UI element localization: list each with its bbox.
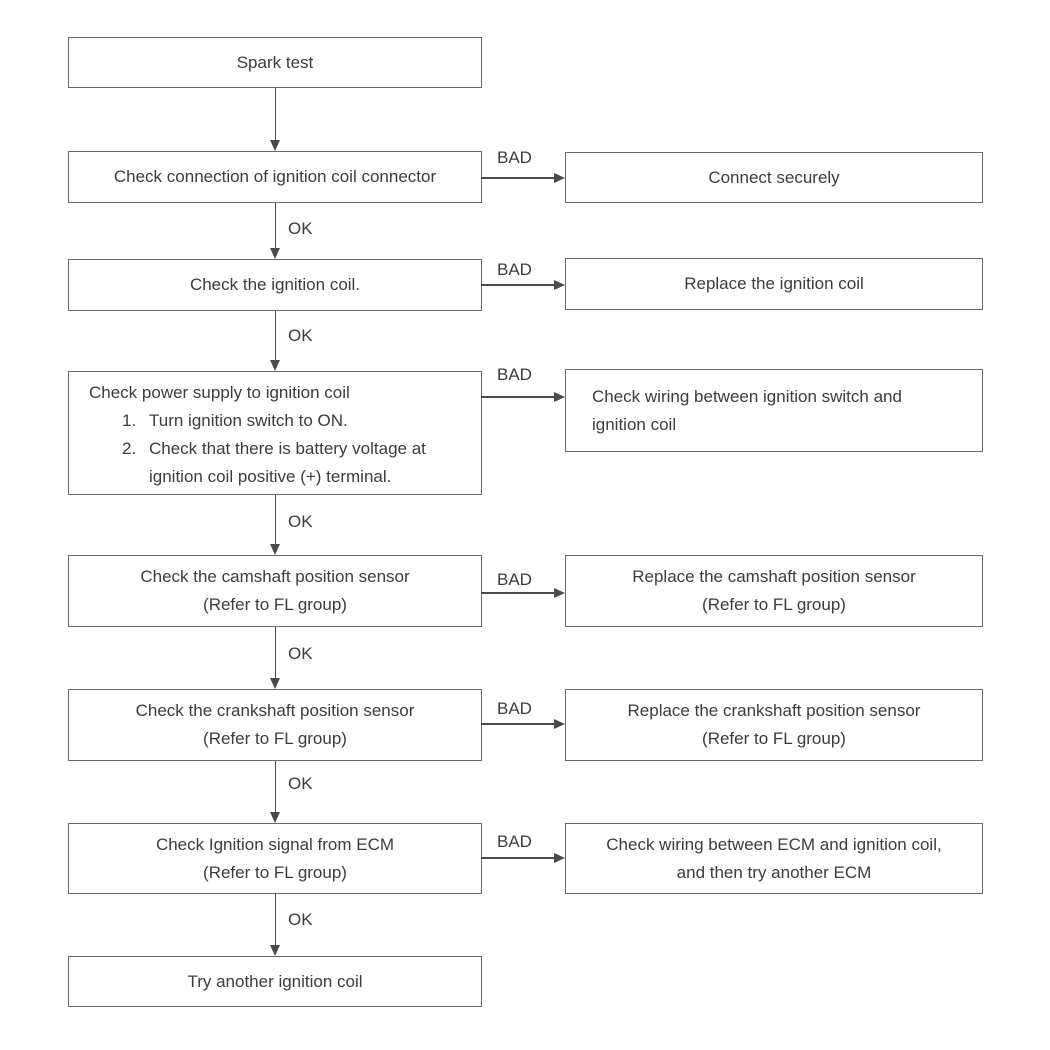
ok-label-4: OK [288,644,313,663]
arrow-line-down-3 [274,311,276,360]
node-check-connection: Check connection of ignition coil connec… [68,151,482,203]
node-check-power-supply: Check power supply to ignition coil 1. T… [68,371,482,495]
arrow-head-right-1 [554,172,565,183]
node-step-2: 2. Check that there is battery voltage a… [122,439,426,486]
arrow-line-down-1 [274,88,276,140]
node-step-1: 1. Turn ignition switch to ON. [122,411,348,430]
node-replace-ignition-coil: Replace the ignition coil [565,258,983,310]
arrow-head-right-3 [554,391,565,402]
node-spark-test: Spark test [68,37,482,88]
arrow-line-down-7 [274,893,276,945]
node-check-ecm-signal: Check Ignition signal from ECM (Refer to… [68,823,482,894]
arrow-head-right-4 [554,587,565,598]
arrow-line-right-2 [481,284,555,286]
arrow-head-right-2 [554,279,565,290]
node-check-wiring-ecm: Check wiring between ECM and ignition co… [565,823,983,894]
bad-label-3: BAD [497,365,532,384]
arrow-line-right-5 [481,723,555,725]
node-check-ignition-coil: Check the ignition coil. [68,259,482,311]
arrow-head-down-5 [269,678,280,689]
arrow-head-down-7 [269,945,280,956]
ok-label-2: OK [288,326,313,345]
arrow-head-right-6 [554,852,565,863]
node-try-another-coil: Try another ignition coil [68,956,482,1007]
ok-label-6: OK [288,910,313,929]
bad-label-5: BAD [497,699,532,718]
arrow-line-right-4 [481,592,555,594]
ok-label-1: OK [288,219,313,238]
node-title: Check power supply to ignition coil [89,383,350,402]
ok-label-3: OK [288,512,313,531]
arrow-line-down-5 [274,627,276,678]
node-replace-camshaft-sensor: Replace the camshaft position sensor (Re… [565,555,983,627]
arrow-line-down-4 [274,495,276,544]
arrow-line-right-6 [481,857,555,859]
arrow-line-down-2 [274,203,276,248]
bad-label-6: BAD [497,832,532,851]
node-check-camshaft-sensor: Check the camshaft position sensor (Refe… [68,555,482,627]
arrow-head-down-1 [269,140,280,151]
node-replace-crankshaft-sensor: Replace the crankshaft position sensor (… [565,689,983,761]
arrow-line-right-3 [481,396,555,398]
arrow-head-right-5 [554,718,565,729]
bad-label-1: BAD [497,148,532,167]
arrow-head-down-4 [269,544,280,555]
bad-label-2: BAD [497,260,532,279]
arrow-head-down-2 [269,248,280,259]
node-check-crankshaft-sensor: Check the crankshaft position sensor (Re… [68,689,482,761]
arrow-head-down-3 [269,360,280,371]
arrow-line-right-1 [481,177,555,179]
node-check-wiring-switch: Check wiring between ignition switch and… [565,369,983,452]
bad-label-4: BAD [497,570,532,589]
arrow-line-down-6 [274,761,276,812]
ok-label-5: OK [288,774,313,793]
node-connect-securely: Connect securely [565,152,983,203]
arrow-head-down-6 [269,812,280,823]
